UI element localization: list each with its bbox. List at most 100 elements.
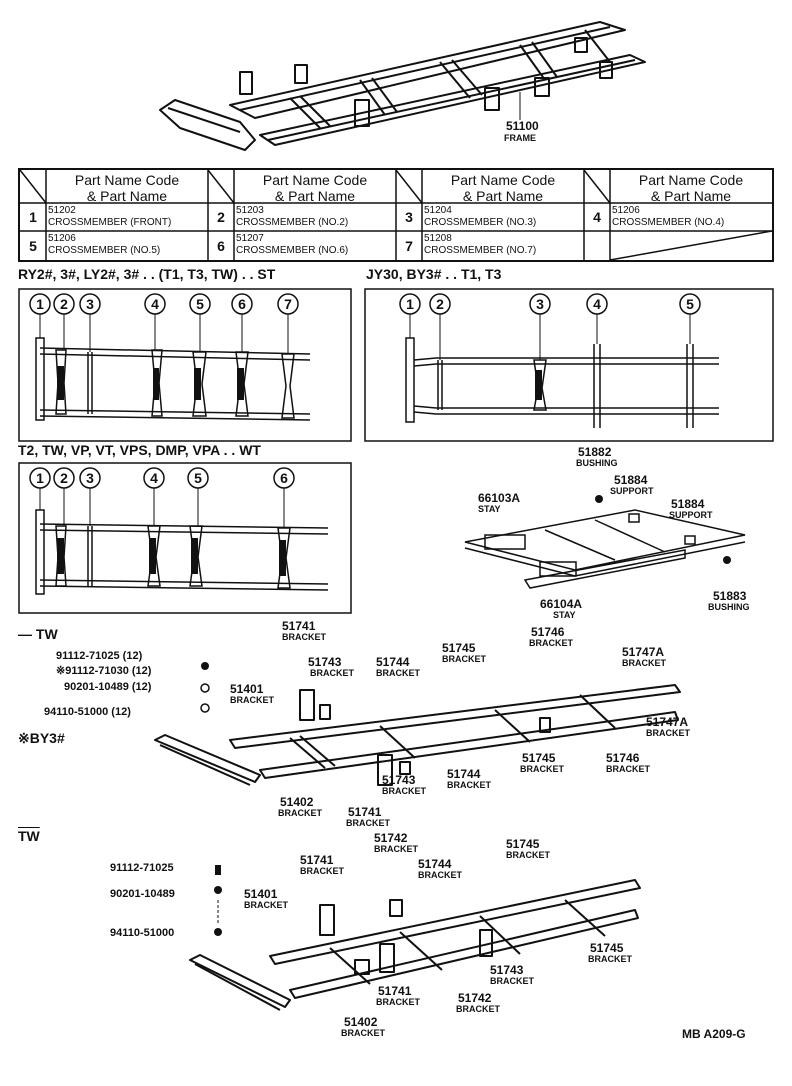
mid-label-9: 51746 — [606, 751, 640, 765]
mid-label-10: 51744 — [447, 767, 481, 781]
mid-label-1: 51743 — [308, 655, 342, 669]
mid-label-13-name: BRACKET — [346, 818, 390, 828]
mid-label-9-name: BRACKET — [606, 764, 650, 774]
mid-label-10-name: BRACKET — [447, 780, 491, 790]
mid-label-11: 51743 — [382, 773, 416, 787]
bottom-label-8: 51742 — [458, 991, 492, 1005]
table-row1-num1: 1 — [29, 209, 37, 225]
table-row2-num1: 5 — [29, 237, 37, 254]
bottom-label-4: 51401 — [244, 887, 278, 901]
table-header-3: Part Name Code& Part Name — [450, 172, 556, 204]
stay-label-3: 66103A — [478, 491, 521, 505]
mid-label-12-name: BRACKET — [278, 808, 322, 818]
b-marker-1-label: 1 — [406, 296, 414, 312]
mid-title-by3: ※BY3# — [18, 730, 65, 746]
b-marker-4-label: 4 — [593, 296, 601, 312]
bottom-label-6-name: BRACKET — [490, 976, 534, 986]
bottom-label-6: 51743 — [490, 963, 524, 977]
mid-label-3-name: BRACKET — [442, 654, 486, 664]
bottom-label-1: 51745 — [506, 837, 540, 851]
stay-label-1-name: SUPPORT — [610, 486, 654, 496]
c-marker-2-label: 2 — [60, 470, 68, 486]
stay-label-4-name: STAY — [553, 610, 576, 620]
bottom-label-9: 51402 — [344, 1015, 378, 1029]
mid-label-1-name: BRACKET — [310, 668, 354, 678]
marker-6 — [231, 293, 253, 315]
mid-label-0: 51741 — [282, 619, 316, 633]
mid-fastener-2: 90201-10489 (12) — [64, 681, 152, 693]
bottom-fastener-1: 90201-10489 — [110, 888, 175, 900]
table-row1-num4: 4 — [593, 209, 601, 225]
marker-6-label: 6 — [238, 296, 246, 312]
table-header-2: Part Name Code& Part Name — [262, 172, 368, 204]
table-grid — [20, 170, 772, 260]
table-row1-num3: 3 — [405, 209, 413, 225]
bottom-label-0: 51742 — [374, 831, 408, 845]
stay-label-5-name: BUSHING — [708, 602, 750, 612]
mid-label-7: 51747A — [646, 715, 689, 729]
marker-3-label: 3 — [86, 296, 94, 312]
frame-part-code: 51100 — [506, 119, 539, 133]
mid-label-0-name: BRACKET — [282, 632, 326, 642]
stay-label-3-name: STAY — [478, 504, 501, 514]
stay-label-5: 51883 — [713, 589, 747, 603]
mid-frame-illustration — [154, 662, 681, 786]
bottom-label-9-name: BRACKET — [341, 1028, 385, 1038]
frame-part-name: FRAME — [504, 133, 536, 143]
bottom-label-2: 51741 — [300, 853, 334, 867]
bottom-fastener-0: 91112-71025 — [110, 862, 174, 874]
mid-title-minus-tw: — TW — [18, 626, 58, 642]
marker-1 — [29, 293, 51, 315]
c-marker-1-label: 1 — [36, 470, 44, 486]
mid-label-6-name: BRACKET — [230, 695, 274, 705]
marker-3 — [79, 293, 101, 315]
footer-code: MB A209-G — [682, 1027, 746, 1041]
bottom-label-2-name: BRACKET — [300, 866, 344, 876]
b-marker-5-label: 5 — [686, 296, 694, 312]
bottom-label-7: 51741 — [378, 984, 412, 998]
marker-5 — [189, 293, 211, 315]
stay-illustration — [464, 495, 746, 589]
bottom-label-5-name: BRACKET — [588, 954, 632, 964]
parts-table: Part Name Code& Part Name Part Name Code… — [18, 168, 774, 262]
c-marker-3-label: 3 — [86, 470, 94, 486]
mid-label-4-name: BRACKET — [529, 638, 573, 648]
mid-label-3: 51745 — [442, 641, 476, 655]
mid-label-5: 51747A — [622, 645, 665, 659]
table-row2-num2: 6 — [217, 237, 225, 254]
mid-label-8: 51745 — [522, 751, 556, 765]
marker-4-label: 4 — [151, 296, 159, 312]
diagram-a-title: RY2#, 3#, LY2#, 3# . . (T1, T3, TW) . . … — [18, 266, 276, 282]
c-marker-6-label: 6 — [280, 470, 288, 486]
diagram-c-title: T2, TW, VP, VT, VPS, DMP, VPA . . WT — [18, 442, 261, 458]
table-header-1: Part Name Code& Part Name — [74, 172, 180, 204]
diagram-b-title: JY30, BY3# . . T1, T3 — [366, 266, 502, 282]
stay-label-1: 51884 — [614, 473, 648, 487]
mid-fastener-0: 91112-71025 (12) — [56, 650, 143, 662]
bottom-frame-illustration — [189, 865, 641, 1011]
marker-7 — [277, 293, 299, 315]
mid-label-6: 51401 — [230, 682, 264, 696]
mid-fastener-3: 94110-51000 (12) — [44, 706, 131, 718]
marker-4 — [144, 293, 166, 315]
marker-7-label: 7 — [284, 296, 292, 312]
marker-2 — [53, 293, 75, 315]
mid-label-13: 51741 — [348, 805, 382, 819]
bottom-label-5: 51745 — [590, 941, 624, 955]
diagram-c: 1 2 3 4 5 6 — [18, 462, 352, 614]
stay-label-2-name: SUPPORT — [669, 510, 713, 520]
mid-label-11-name: BRACKET — [382, 786, 426, 796]
bottom-label-3-name: BRACKET — [418, 870, 462, 880]
mid-label-7-name: BRACKET — [646, 728, 690, 738]
stay-label-0: 51882 — [578, 445, 612, 459]
c-marker-4-label: 4 — [150, 470, 158, 486]
c-marker-5-label: 5 — [194, 470, 202, 486]
bottom-label-4-name: BRACKET — [244, 900, 288, 910]
mid-fastener-1: ※91112-71030 (12) — [56, 665, 152, 677]
mid-label-5-name: BRACKET — [622, 658, 666, 668]
